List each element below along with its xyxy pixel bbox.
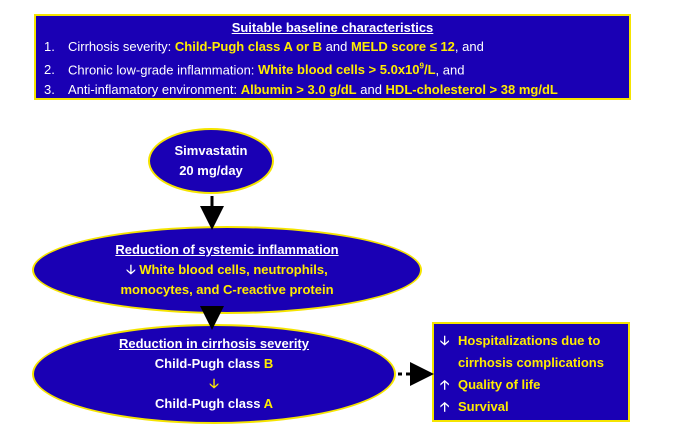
up-arrow-icon: 🡡 <box>440 399 450 414</box>
severity-title: Reduction in cirrhosis severity <box>118 336 309 351</box>
down-arrow-icon: 🡣 <box>126 262 136 277</box>
baseline-item-1: 1.Cirrhosis severity: Child-Pugh class A… <box>44 39 484 54</box>
outcome-survival: 🡡Survival <box>440 396 622 418</box>
inflammation-ellipse: Reduction of systemic inflammation 🡣 Whi… <box>32 226 422 314</box>
baseline-item-3: 3.Anti-inflamatory environment: Albumin … <box>44 82 558 98</box>
baseline-item-2: 2.Chronic low-grade inflammation: White … <box>44 62 465 78</box>
up-arrow-icon: 🡡 <box>440 377 450 392</box>
drug-dose: 20 mg/day <box>179 163 243 178</box>
outcome-quality-of-life: 🡡Quality of life <box>440 374 622 396</box>
severity-ellipse: Reduction in cirrhosis severity Child-Pu… <box>32 324 396 424</box>
outcomes-box: 🡣Hospitalizations due to cirrhosis compl… <box>432 322 630 422</box>
down-arrow-icon: 🡣 <box>440 333 450 348</box>
drug-name: Simvastatin <box>174 143 248 158</box>
baseline-title: Suitable baseline characteristics <box>231 20 434 35</box>
baseline-characteristics-box: Suitable baseline characteristics 1.Cirr… <box>34 14 631 100</box>
simvastatin-ellipse: Simvastatin 20 mg/day <box>148 128 274 194</box>
outcome-hospitalizations-cont: cirrhosis complications <box>458 355 604 370</box>
down-arrow-icon: 🡣 <box>209 376 219 391</box>
inflammation-title: Reduction of systemic inflammation <box>115 242 339 257</box>
outcome-hospitalizations: 🡣Hospitalizations due to <box>440 330 622 352</box>
